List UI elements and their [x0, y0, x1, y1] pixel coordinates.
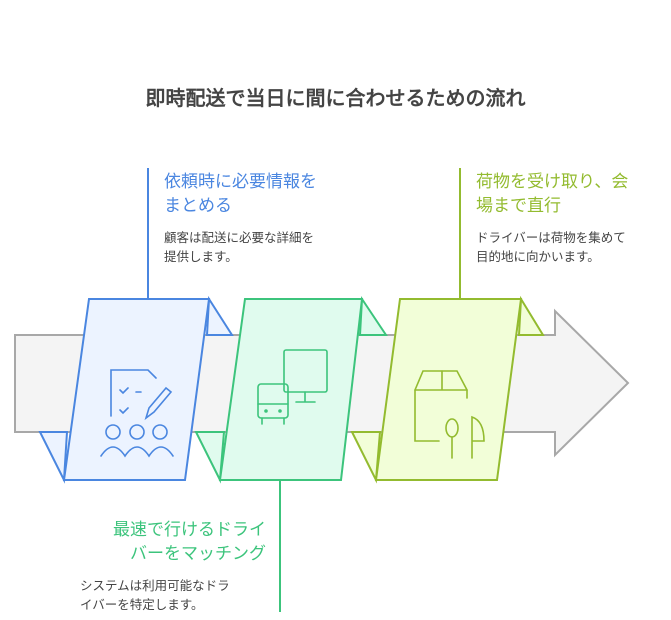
step-2-description: システムは利用可能なドラ イバーを特定します。 — [80, 578, 230, 612]
diagram-title: 即時配送で当日に間に合わせるための流れ — [145, 86, 526, 110]
checklist-people-icon — [100, 369, 174, 458]
step-1-description: 顧客は配送に必要な詳細を 提供します。 — [164, 230, 315, 264]
step-3-heading: 荷物を受け取り、会 場まで直行 — [476, 172, 629, 216]
monitor-bus-icon — [257, 349, 328, 425]
step-2-heading: 最速で行けるドライ バーをマッチング — [113, 520, 266, 564]
step-3-description: ドライバーは荷物を集めて 目的地に向かいます。 — [476, 230, 626, 264]
step-panel-1 — [38, 295, 234, 484]
step-panel-2 — [194, 295, 388, 484]
step-1-heading: 依頼時に必要情報を まとめる — [164, 172, 317, 216]
box-location-icon — [414, 370, 485, 459]
step-panel-3 — [350, 295, 545, 484]
